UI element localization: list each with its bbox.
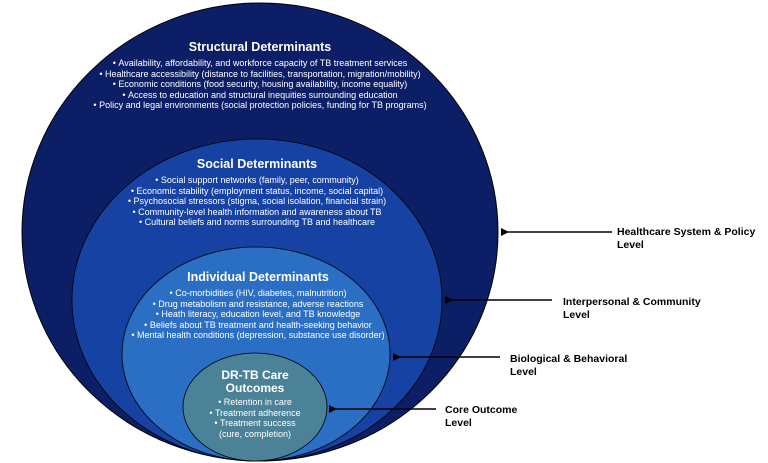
- structural-determinants-title: Structural Determinants: [188, 40, 332, 54]
- level-label-line2: Level: [510, 366, 537, 378]
- level-label-line1: Interpersonal & Community: [563, 296, 701, 308]
- level-label-line1: Healthcare System & Policy: [617, 226, 756, 238]
- list-item: Social support networks (family, peer, c…: [92, 175, 422, 186]
- core-outcomes-list: Retention in care Treatment adherence Tr…: [190, 397, 320, 439]
- list-item: Availability, affordability, and workfor…: [66, 58, 454, 69]
- social-determinants-block: Social Determinants Social support netwo…: [92, 157, 422, 228]
- list-item: Beliefs about TB treatment and health-se…: [120, 320, 396, 331]
- core-outcomes-title: DR-TB Care Outcomes: [190, 369, 320, 395]
- list-item: Economic conditions (food security, hous…: [66, 79, 454, 90]
- level-label-interpersonal-community: Interpersonal & Community Level: [563, 296, 701, 322]
- individual-determinants-list: Co-morbidities (HIV, diabetes, malnutrit…: [120, 288, 396, 341]
- list-item: Policy and legal environments (social pr…: [66, 100, 454, 111]
- list-item: Economic stability (employment status, i…: [92, 186, 422, 197]
- list-item: Healthcare accessibility (distance to fa…: [66, 69, 454, 80]
- level-label-line1: Core Outcome: [445, 404, 518, 416]
- level-label-line2: Level: [563, 309, 590, 321]
- structural-determinants-list: Availability, affordability, and workfor…: [66, 58, 454, 111]
- list-item: Access to education and structural inequ…: [66, 90, 454, 101]
- level-label-line2: Level: [445, 417, 472, 429]
- list-item: Drug metabolism and resistance, adverse …: [120, 299, 396, 310]
- list-item: Retention in care: [190, 397, 320, 408]
- core-outcomes-title-line1: DR-TB Care: [221, 368, 289, 382]
- individual-determinants-block: Individual Determinants Co-morbidities (…: [120, 270, 396, 341]
- level-label-healthcare-system: Healthcare System & Policy Level: [617, 226, 755, 252]
- level-label-line2: Level: [617, 239, 644, 251]
- level-label-biological-behavioral: Biological & Behavioral Level: [510, 353, 627, 379]
- core-outcomes-title-line2: Outcomes: [225, 381, 285, 395]
- individual-determinants-title: Individual Determinants: [187, 270, 329, 284]
- list-item: Psychosocial stressors (stigma, social i…: [92, 196, 422, 207]
- list-item: Heath literacy, education level, and TB …: [120, 309, 396, 320]
- structural-determinants-block: Structural Determinants Availability, af…: [66, 40, 454, 111]
- list-item: Treatment success: [190, 418, 320, 429]
- social-determinants-list: Social support networks (family, peer, c…: [92, 175, 422, 228]
- list-item: Treatment adherence: [190, 408, 320, 419]
- list-item: Community-level health information and a…: [92, 207, 422, 218]
- level-label-core-outcome: Core Outcome Level: [445, 404, 517, 430]
- list-item: Mental health conditions (depression, su…: [120, 330, 396, 341]
- list-item: Cultural beliefs and norms surrounding T…: [92, 217, 422, 228]
- level-label-line1: Biological & Behavioral: [510, 353, 628, 365]
- list-item-continuation: (cure, completion): [218, 428, 292, 439]
- list-item: Co-morbidities (HIV, diabetes, malnutrit…: [120, 288, 396, 299]
- social-determinants-title: Social Determinants: [196, 157, 318, 171]
- core-outcomes-block: DR-TB Care Outcomes Retention in care Tr…: [190, 369, 320, 439]
